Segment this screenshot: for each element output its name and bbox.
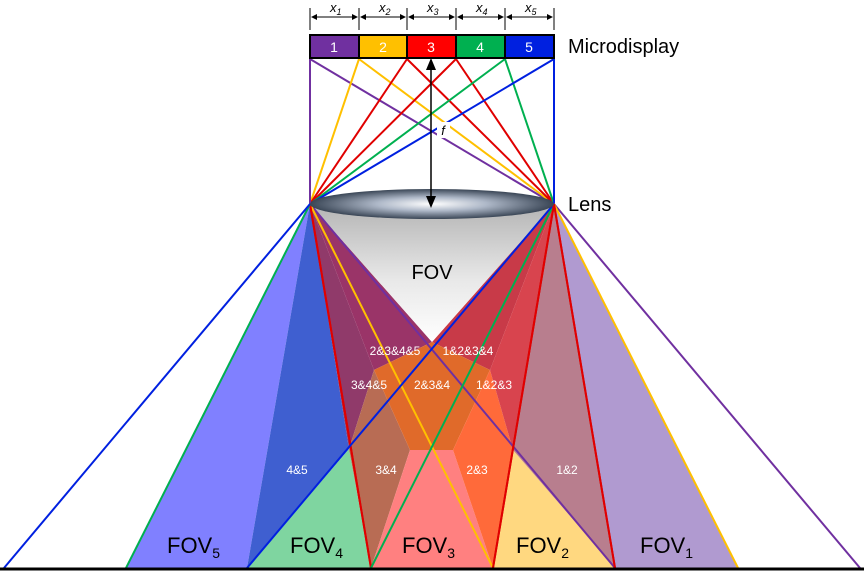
segment-5-label: 5	[525, 39, 533, 55]
fov2-region	[493, 450, 615, 568]
fov3-right-b	[309, 203, 372, 569]
overlap-label-45: 4&5	[286, 463, 308, 477]
fov-labels: FOV5 FOV4 FOV3 FOV2 FOV1	[167, 533, 693, 561]
overlap-123-region	[490, 204, 554, 450]
segment-4-label: 4	[476, 39, 484, 55]
ray-3-left	[309, 58, 408, 205]
overlap-234-region	[374, 342, 490, 450]
ray-2-left	[309, 58, 360, 205]
fov4-region	[247, 449, 371, 568]
fov5-left	[3, 203, 311, 569]
ray-4-right	[504, 58, 555, 205]
overlap-labels: 2&3&4&5 1&2&3&4 3&4&5 2&3&4 1&2&3 4&5 3&…	[286, 344, 578, 477]
overlap-345-region	[310, 204, 374, 449]
overlap-23-region	[453, 370, 513, 568]
segment-2-label: 2	[379, 39, 387, 55]
fov3-label: FOV3	[402, 533, 455, 561]
fov1-outer-right	[553, 203, 861, 569]
overlap-1234-region	[432, 204, 554, 370]
width-x5-label: x5	[524, 0, 538, 17]
focal-length-arrow	[426, 58, 436, 208]
rays-lower	[3, 203, 861, 569]
width-x3-label: x3	[426, 0, 439, 17]
fov-center-label: FOV	[411, 262, 453, 284]
overlap-label-2345: 2&3&4&5	[370, 344, 421, 358]
microdisplay: 1 2 3 4 5	[309, 34, 555, 59]
microdisplay-segment-5	[504, 34, 555, 59]
ray-4-left	[309, 58, 506, 205]
fov2-right	[553, 203, 739, 569]
overlap-34-region	[349, 370, 410, 568]
rays-upper	[309, 58, 555, 205]
fov4-left	[125, 203, 311, 569]
microdisplay-label: Microdisplay	[568, 36, 679, 58]
fov3-region	[371, 450, 493, 568]
width-x4-label: x4	[475, 0, 488, 17]
overlap-2345-region	[310, 204, 432, 370]
overlap-label-23: 2&3	[466, 463, 488, 477]
ray-3-left-b	[309, 58, 457, 205]
overlap-label-1234: 1&2&3&4	[443, 344, 494, 358]
width-x1-label: x1	[329, 0, 342, 17]
fov5-right	[246, 203, 555, 569]
fov3-red-left2	[492, 203, 555, 569]
ray-3-right-b	[455, 58, 555, 205]
width-x2-label: x2	[378, 0, 391, 17]
fov1-label: FOV1	[640, 533, 693, 561]
overlap-label-123: 1&2&3	[476, 378, 512, 392]
ray-2-right	[358, 58, 555, 205]
segment-3-label: 3	[427, 39, 435, 55]
fov-red-right-edge	[553, 203, 616, 569]
ray-5-left	[309, 58, 555, 205]
width-markers	[309, 8, 555, 30]
overlap-label-34: 3&4	[375, 463, 397, 477]
lens-label: Lens	[568, 194, 611, 216]
fov5-label: FOV5	[167, 533, 220, 561]
ray-3-right	[406, 58, 555, 205]
overlap-label-234: 2&3&4	[414, 378, 450, 392]
segment-1-label: 1	[330, 39, 338, 55]
fov2-label: FOV2	[516, 533, 569, 561]
focal-label-bg	[437, 122, 450, 138]
fov4-right	[370, 203, 555, 569]
fov4-label: FOV4	[290, 533, 343, 561]
overlap-label-12: 1&2	[556, 463, 578, 477]
fov-center-region	[310, 204, 554, 342]
overlap-label-345: 3&4&5	[351, 378, 387, 392]
focal-length-label: f	[441, 123, 446, 138]
